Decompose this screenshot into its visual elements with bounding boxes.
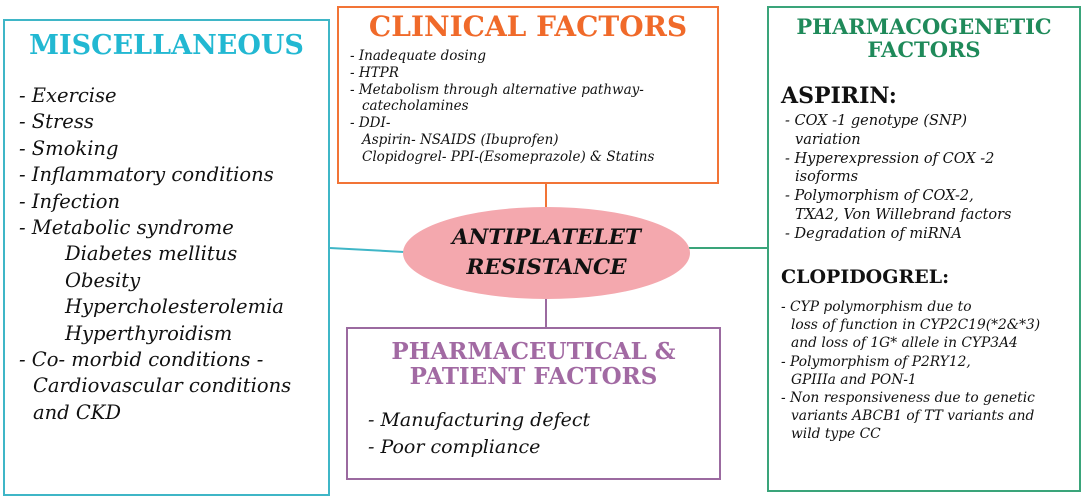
list-item-continuation: catecholamines — [362, 98, 469, 115]
list-item-continuation: and loss of 1G* allele in CYP3A4 — [791, 335, 1018, 352]
pharmacogenetic-title: PHARMACOGENETIC FACTORS — [796, 14, 1052, 63]
list-subitem: Aspirin- NSAIDS (Ibuprofen) — [362, 131, 559, 148]
list-item: - Non responsiveness due to genetic — [781, 390, 1035, 407]
pharmacogenetic-factors-box: PHARMACOGENETIC FACTORS ASPIRIN: - COX -… — [767, 6, 1081, 492]
list-item-continuation: variants ABCB1 of TT variants and — [791, 408, 1035, 425]
list-item: - Smoking — [19, 136, 119, 160]
miscellaneous-box: MISCELLANEOUS - Exercise - Stress - Smok… — [3, 19, 330, 496]
list-item: - Infection — [19, 189, 121, 213]
list-item: - Metabolism through alternative pathway… — [350, 81, 644, 98]
center-label: ANTIPLATELET RESISTANCE — [451, 225, 642, 280]
list-item: - COX -1 genotype (SNP) — [785, 113, 968, 129]
pharmaceutical-title: PHARMACEUTICAL & PATIENT FACTORS — [391, 338, 676, 391]
list-item-continuation: loss of function in CYP2C19(*2&*3) — [791, 317, 1041, 334]
list-item: - Inadequate dosing — [350, 48, 487, 64]
list-item-continuation: wild type CC — [791, 426, 881, 443]
list-subitem: Diabetes mellitus — [65, 242, 238, 266]
clopidogrel-heading: CLOPIDOGREL: — [781, 266, 950, 288]
list-item-continuation: Cardiovascular conditions — [33, 374, 292, 398]
list-item-continuation: isoforms — [795, 169, 859, 186]
list-item: - Exercise — [19, 84, 117, 107]
miscellaneous-list: - Exercise - Stress - Smoking - Inflamma… — [19, 83, 291, 426]
clinical-factors-list: - Inadequate dosing - HTPR - Metabolism … — [350, 48, 654, 166]
pharmaceutical-list: - Manufacturing defect - Poor compliance — [368, 407, 590, 461]
list-item: - Stress — [19, 110, 94, 134]
list-item: - Co- morbid conditions - — [19, 348, 264, 372]
aspirin-list: - COX -1 genotype (SNP) variation - Hype… — [785, 112, 1012, 244]
clinical-factors-box: CLINICAL FACTORS - Inadequate dosing - H… — [337, 6, 719, 184]
list-item: - HTPR — [350, 64, 399, 81]
miscellaneous-title: MISCELLANEOUS — [29, 30, 304, 61]
list-item: - Manufacturing defect — [368, 409, 591, 431]
antiplatelet-resistance-node: ANTIPLATELET RESISTANCE — [403, 207, 690, 299]
list-item: - Metabolic syndrome — [19, 216, 234, 240]
list-item-continuation: and CKD — [33, 400, 121, 424]
list-subitem: Hyperthyroidism — [65, 321, 233, 345]
list-subitem: Clopidogrel- PPI-(Esomeprazole) & Statin… — [362, 148, 655, 165]
list-item: - Hyperexpression of COX -2 — [785, 150, 995, 167]
list-item: - Polymorphism of COX-2, — [785, 188, 974, 205]
aspirin-heading: ASPIRIN: — [781, 83, 897, 109]
list-item-continuation: GPIIIa and PON-1 — [791, 371, 917, 388]
connector-misc — [329, 247, 405, 253]
clinical-factors-title: CLINICAL FACTORS — [368, 10, 688, 43]
list-subitem: Hypercholesterolemia — [65, 295, 284, 319]
list-item: - DDI- — [350, 115, 391, 132]
list-item: - Poor compliance — [368, 436, 541, 458]
list-item-continuation: TXA2, Von Willebrand factors — [795, 206, 1012, 223]
clopidogrel-list: - CYP polymorphism due to loss of functi… — [781, 298, 1040, 444]
list-item: - CYP polymorphism due to — [781, 299, 972, 315]
list-item: - Degradation of miRNA — [785, 225, 962, 242]
list-item-continuation: variation — [795, 131, 861, 148]
list-subitem: Obesity — [65, 268, 141, 292]
pharmaceutical-patient-factors-box: PHARMACEUTICAL & PATIENT FACTORS - Manuf… — [346, 327, 721, 480]
list-item: - Polymorphism of P2RY12, — [781, 353, 971, 370]
list-item: - Inflammatory conditions — [19, 163, 274, 187]
